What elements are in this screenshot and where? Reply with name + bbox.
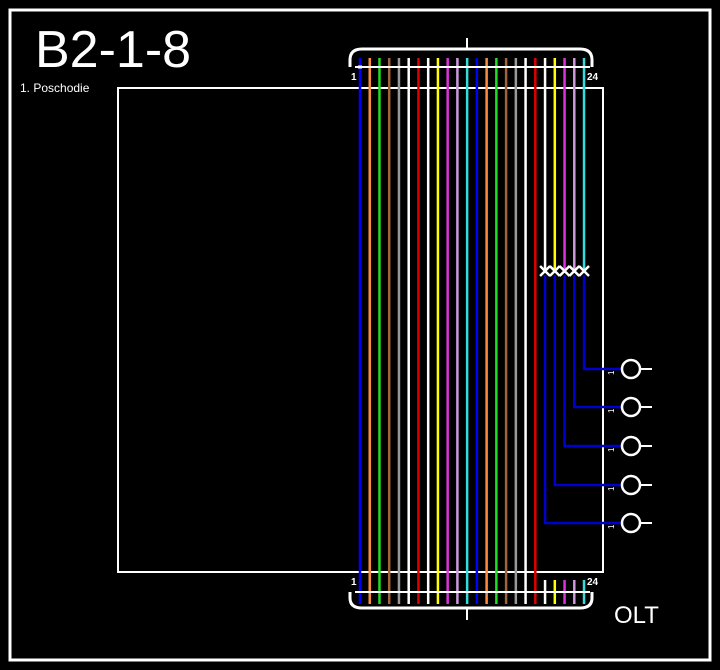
top-first-fiber-label: 1 <box>351 72 357 83</box>
output-connector-icon[interactable] <box>620 512 642 534</box>
output-connector-icon[interactable] <box>620 435 642 457</box>
output-port-label: 1 <box>607 408 616 413</box>
splice-cut-icon <box>578 265 590 277</box>
patch-line-fiber-20 <box>543 275 621 525</box>
page-title: B2-1-8 <box>35 21 192 79</box>
splice-cut-icon <box>539 265 551 277</box>
splice-cut-icon <box>558 265 571 277</box>
top-cable-bracket <box>348 47 594 69</box>
floor-label: 1. Poschodie <box>20 81 90 95</box>
output-connector-icon[interactable] <box>620 396 642 418</box>
output-port-label: 1 <box>607 524 616 529</box>
splice-cut-icon <box>568 265 581 277</box>
olt-label: OLT <box>614 602 659 629</box>
patch-line-fiber-24 <box>582 275 621 371</box>
patch-line-fiber-23 <box>573 275 621 409</box>
fiber-group <box>355 58 590 604</box>
patch-line-fiber-21 <box>553 275 621 487</box>
output-port-label: 1 <box>607 447 616 452</box>
output-connector-icon[interactable] <box>620 474 642 496</box>
output-connector-icon[interactable] <box>620 358 642 380</box>
top-last-fiber-label: 24 <box>587 72 599 83</box>
cable-brackets <box>348 38 594 620</box>
bottom-cable-bracket <box>348 592 594 610</box>
splice-cut-icon <box>548 265 561 277</box>
outer-frame <box>8 8 712 662</box>
patch-line-fiber-22 <box>563 275 621 448</box>
bottom-last-fiber-label: 24 <box>587 577 599 588</box>
output-ports: 1 1 1 1 1 <box>539 265 652 534</box>
output-port-label: 1 <box>607 370 616 375</box>
output-port-label: 1 <box>607 486 616 491</box>
bottom-first-fiber-label: 1 <box>351 577 357 588</box>
